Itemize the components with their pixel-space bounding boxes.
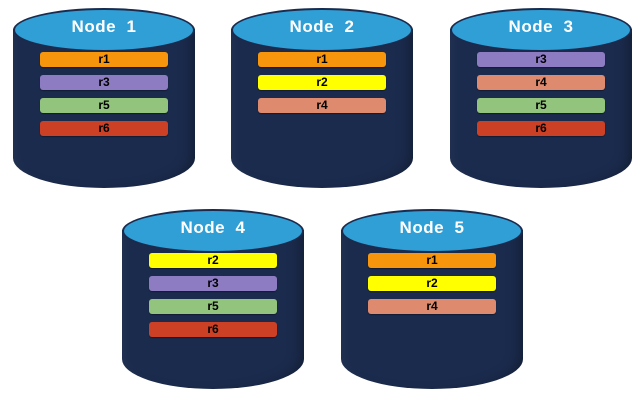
replica-bar[interactable]: r3 [149, 276, 277, 291]
replica-bar[interactable]: r3 [477, 52, 605, 67]
replica-list: r2 r3 r5 r6 [149, 253, 277, 337]
replica-bar[interactable]: r5 [40, 98, 168, 113]
node-cylinder-5[interactable]: Node 5 r1 r2 r4 [341, 209, 523, 389]
replica-bar[interactable]: r2 [149, 253, 277, 268]
replica-bar[interactable]: r2 [368, 276, 496, 291]
replica-bar[interactable]: r1 [258, 52, 386, 67]
replica-bar[interactable]: r6 [40, 121, 168, 136]
replica-list: r1 r2 r4 [368, 253, 496, 314]
replica-list: r1 r3 r5 r6 [40, 52, 168, 136]
replica-list: r1 r2 r4 [258, 52, 386, 113]
node-cylinder-3[interactable]: Node 3 r3 r4 r5 r6 [450, 8, 632, 188]
replica-bar[interactable]: r2 [258, 75, 386, 90]
node-cylinder-1[interactable]: Node 1 r1 r3 r5 r6 [13, 8, 195, 188]
cylinder-top-disc [450, 8, 632, 52]
replica-bar[interactable]: r6 [477, 121, 605, 136]
node-label: Node 2 [289, 17, 355, 36]
replica-bar[interactable]: r4 [258, 98, 386, 113]
replica-bar[interactable]: r3 [40, 75, 168, 90]
replica-bar[interactable]: r1 [368, 253, 496, 268]
replica-bar[interactable]: r5 [149, 299, 277, 314]
cylinder-top-disc [231, 8, 413, 52]
node-label: Node 3 [508, 17, 574, 36]
cylinder-top-disc [341, 209, 523, 253]
node-label: Node 4 [180, 218, 246, 237]
cylinder-top-disc [13, 8, 195, 52]
replica-bar[interactable]: r4 [368, 299, 496, 314]
node-label: Node 5 [399, 218, 465, 237]
replica-list: r3 r4 r5 r6 [477, 52, 605, 136]
node-cylinder-2[interactable]: Node 2 r1 r2 r4 [231, 8, 413, 188]
replica-bar[interactable]: r5 [477, 98, 605, 113]
replica-bar[interactable]: r1 [40, 52, 168, 67]
replica-bar[interactable]: r6 [149, 322, 277, 337]
replica-bar[interactable]: r4 [477, 75, 605, 90]
cylinder-top-disc [122, 209, 304, 253]
node-label: Node 1 [71, 17, 137, 36]
node-cylinder-4[interactable]: Node 4 r2 r3 r5 r6 [122, 209, 304, 389]
